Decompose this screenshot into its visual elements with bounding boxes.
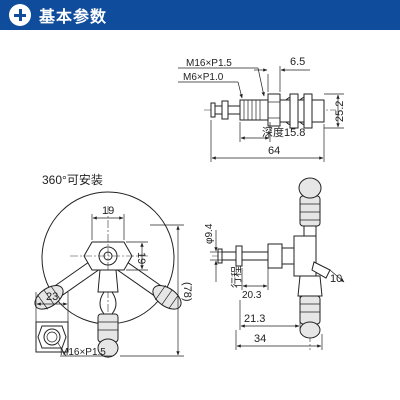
technical-drawing: M16×P1.5 M6×P1.0 6.5 25.2 深度15.8 64 360°… [34,56,346,360]
top-view: M16×P1.5 M6×P1.0 6.5 25.2 深度15.8 64 [178,56,346,162]
front-view: 360°可安装 [34,172,193,360]
nut-thread-label: M16×P1.5 [60,347,106,358]
side-phi-label: φ9.4 [204,223,215,244]
section-title: 基本参数 [39,9,108,26]
top-thread-small-label: M6×P1.0 [183,72,224,83]
top-dim-25-2: 25.2 [334,101,346,122]
front-dim-19-horizontal: 19 [102,205,114,217]
top-depth-label: 深度15.8 [262,125,305,139]
side-stroke-label: 行程 [230,266,243,288]
nut-dim-23: 23 [46,291,58,303]
front-dim-78: (78) [181,282,193,302]
top-dim-64: 64 [268,145,280,157]
front-dim-19-vertical: 19 [135,252,147,264]
side-dim-10: 10 [330,273,342,285]
side-dim-21-3: 21.3 [244,313,265,325]
top-thread-main-label: M16×P1.5 [186,58,232,69]
side-view: φ9.4 10 行程 20.3 21.3 34 [204,177,345,350]
plus-icon [9,4,31,26]
side-stroke-value: 20.3 [242,290,262,301]
section-header: 基本参数 [0,0,400,30]
top-dim-6-5: 6.5 [290,56,305,68]
nut-view: 23 M16×P1.5 [35,291,112,358]
side-dim-34: 34 [254,333,266,345]
rotation-label: 360°可安装 [42,172,103,187]
